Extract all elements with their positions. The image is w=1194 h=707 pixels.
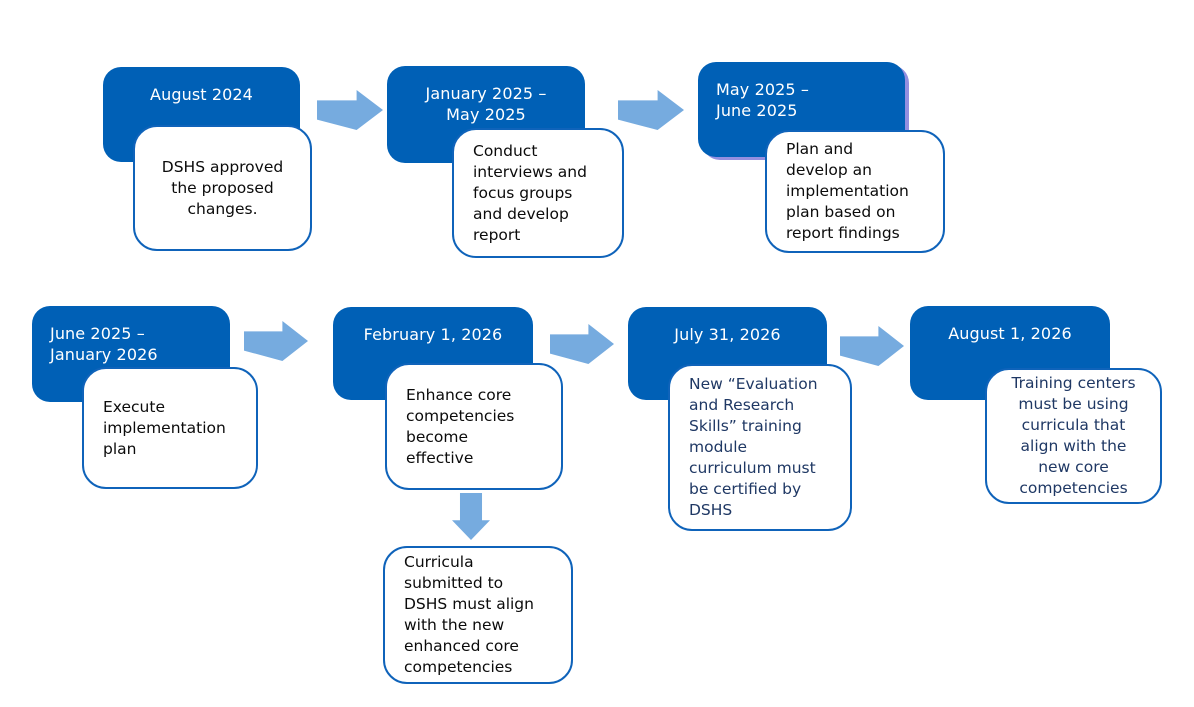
body-box-plan-and-develop: Plan and develop an implementation plan …	[765, 130, 945, 253]
right-arrow-icon-4	[550, 324, 614, 364]
body-box-evaluation-research-skills: New “Evaluation and Research Skills” tra…	[668, 364, 852, 531]
body-box-execute-implementation: Execute implementation plan	[82, 367, 258, 489]
body-box-enhance-core-competencies: Enhance core competencies become effecti…	[385, 363, 563, 490]
down-arrow-icon	[452, 493, 490, 540]
right-arrow-icon-5	[840, 326, 904, 366]
body-box-dshs-approved: DSHS approved the proposed changes.	[133, 125, 312, 251]
right-arrow-icon-3	[244, 321, 308, 361]
right-arrow-icon-1	[317, 90, 383, 130]
body-box-conduct-interviews: Conduct interviews and focus groups and …	[452, 128, 624, 258]
body-box-training-centers: Training centers must be using curricula…	[985, 368, 1162, 504]
body-box-curricula-submitted: Curricula submitted to DSHS must align w…	[383, 546, 573, 684]
right-arrow-icon-2	[618, 90, 684, 130]
